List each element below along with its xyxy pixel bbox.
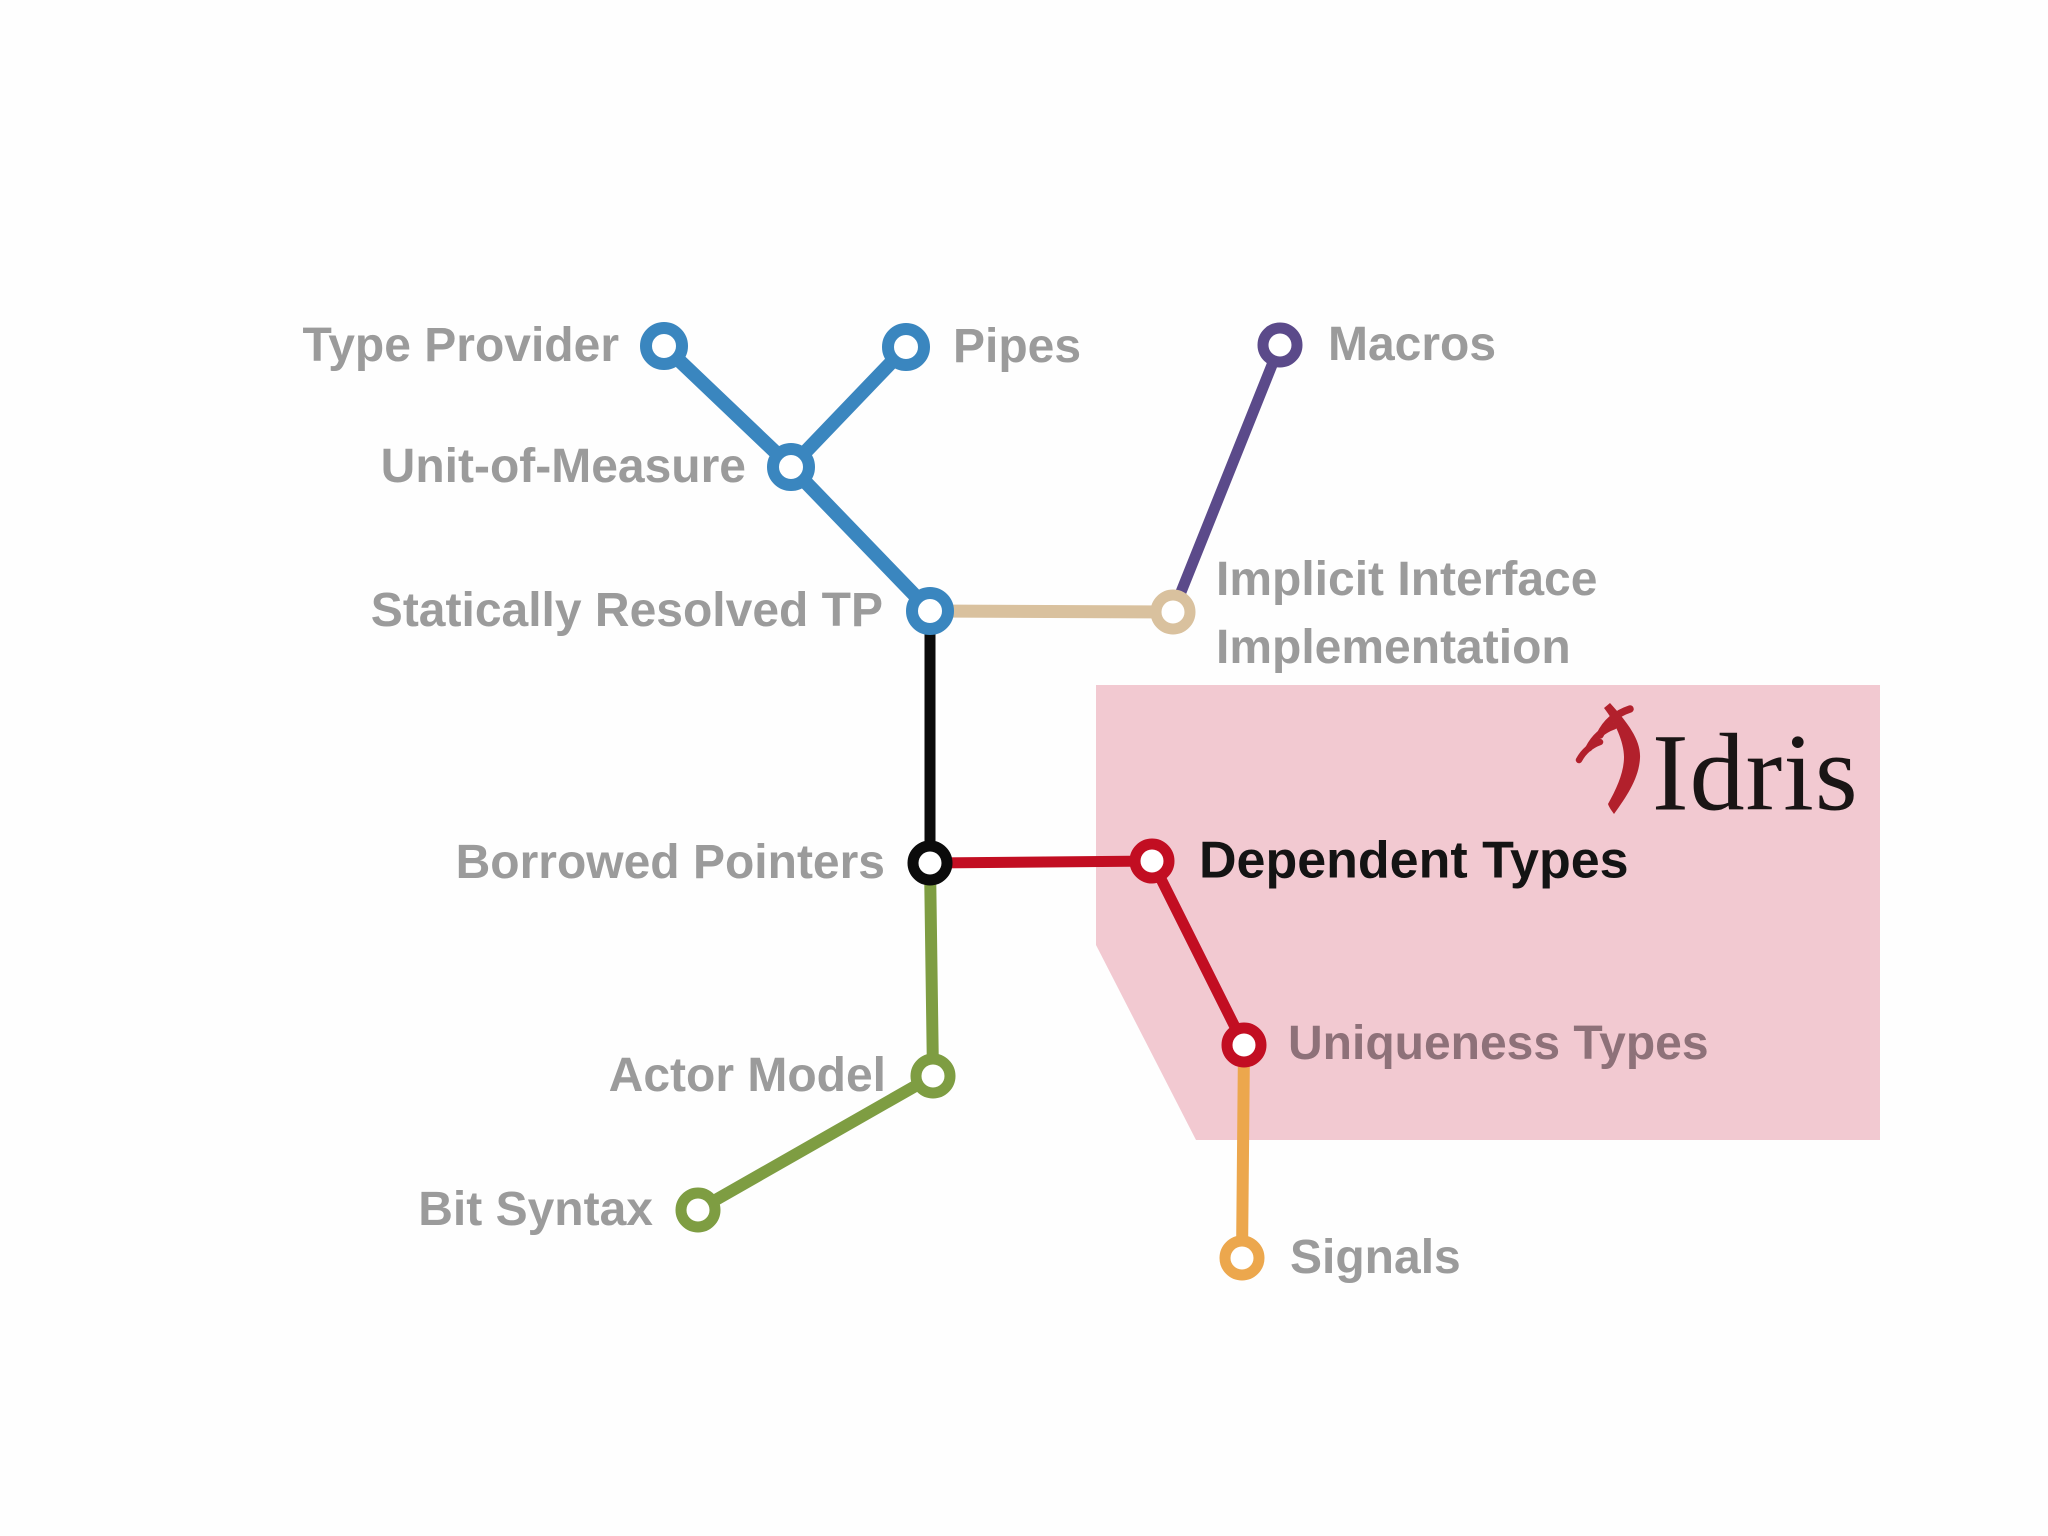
label-pipes: Pipes xyxy=(953,319,1082,373)
label-implicit-line2: Implementation xyxy=(1216,621,1571,674)
label-statically-resolved-tp: Statically Resolved TP xyxy=(370,583,883,637)
node-macros-marker xyxy=(1257,322,1303,368)
edge-type-provider-unit-of-measure xyxy=(657,339,798,474)
edge-dependent-types-uniqueness-types xyxy=(1146,855,1250,1051)
label-actor-model: Actor Model xyxy=(608,1048,886,1102)
label-type-provider: Type Provider xyxy=(302,318,619,372)
node-bit-syntax-marker xyxy=(675,1187,721,1233)
label-macros: Macros xyxy=(1328,317,1497,371)
edge-srtp-implicit-interface xyxy=(923,604,1180,619)
node-unit-of-measure-marker xyxy=(767,443,815,491)
node-signals-marker xyxy=(1219,1235,1265,1281)
node-type-provider-marker xyxy=(640,322,688,370)
label-signals: Signals xyxy=(1290,1230,1461,1284)
label-dependent-types: Dependent Types xyxy=(1199,831,1629,890)
idris-flame-icon xyxy=(1575,703,1641,814)
label-implicit-line1: Implicit Interface xyxy=(1216,553,1598,606)
edge-actor-model-bit-syntax xyxy=(692,1070,939,1216)
node-implicit-interface-marker xyxy=(1150,589,1196,635)
node-uniqueness-types-marker xyxy=(1221,1022,1267,1068)
label-uniqueness-types: Uniqueness Types xyxy=(1288,1016,1709,1070)
node-actor-model-marker xyxy=(910,1053,956,1099)
edge-uniqueness-types-signals xyxy=(1236,1039,1250,1264)
node-dependent-types-marker xyxy=(1129,838,1175,884)
edge-pipes-unit-of-measure xyxy=(784,340,913,474)
label-bit-syntax: Bit Syntax xyxy=(418,1182,653,1236)
edge-borrowed-pointers-dependent-types xyxy=(924,855,1158,869)
idris-highlight-region xyxy=(1096,685,1880,1140)
label-implicit-interface-implementation: Implicit Interface Implementation xyxy=(1216,546,1597,682)
label-unit-of-measure: Unit-of-Measure xyxy=(380,439,746,493)
node-borrowed-pointers-marker xyxy=(907,840,953,886)
edge-unit-of-measure-srtp xyxy=(784,460,937,618)
idris-logo-wordmark: Idris xyxy=(1652,711,1859,834)
label-borrowed-pointers: Borrowed Pointers xyxy=(455,835,885,889)
edge-borrowed-pointers-actor-model xyxy=(924,857,939,1082)
edge-macros-implicit-interface xyxy=(1167,339,1286,618)
node-srtp-marker xyxy=(906,587,954,635)
node-pipes-marker xyxy=(882,323,930,371)
